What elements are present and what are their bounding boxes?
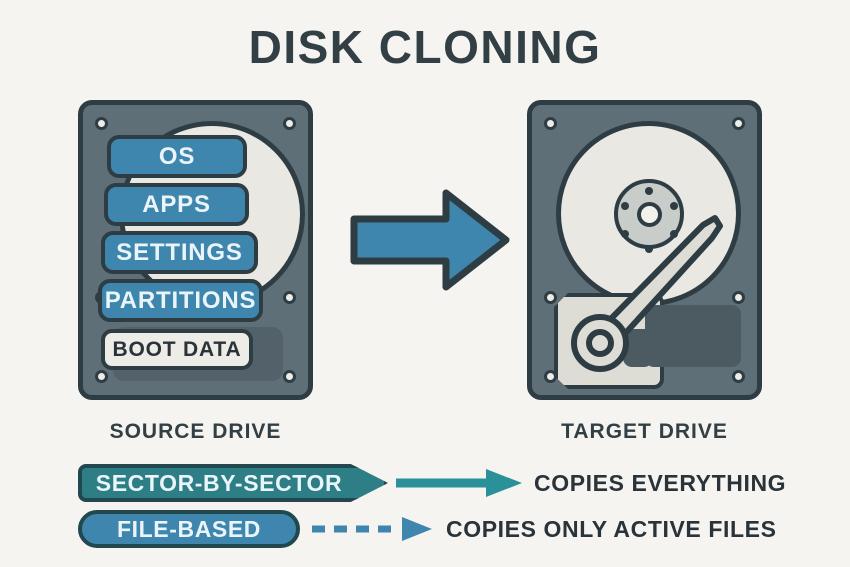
page-title: DISK CLONING [248, 21, 602, 73]
source-content-os: OS [107, 135, 247, 178]
transfer-right-arrow-icon [350, 189, 510, 291]
hub-screw-dot [621, 202, 629, 210]
legend-result-copies-everything: COPIES EVERYTHING [534, 469, 787, 496]
spindle-center-hole [637, 202, 662, 227]
hub-screw-dot [670, 202, 678, 210]
legend-banner-file-based: FILE-BASED [78, 510, 300, 548]
target-drive-caption: TARGET DRIVE [561, 420, 728, 443]
screw-icon [732, 117, 745, 130]
dashed-arrow-icon [312, 517, 432, 541]
legend-row-file-based: FILE-BASED COPIES ONLY ACTIVE FILES [78, 509, 777, 549]
screw-icon [95, 370, 108, 383]
screw-icon [544, 291, 557, 304]
source-content-apps: APPS [104, 183, 249, 226]
screw-icon [544, 370, 557, 383]
screw-icon [283, 291, 296, 304]
source-drive-graphic: OS APPS SETTINGS PARTITIONS BOOT DATA [78, 100, 313, 400]
legend-row-sector-by-sector: SECTOR-BY-SECTOR COPIES EVERYTHING [78, 463, 786, 503]
source-drive-caption: SOURCE DRIVE [109, 420, 282, 443]
source-content-settings: SETTINGS [101, 231, 258, 274]
screw-icon [283, 370, 296, 383]
target-drive-graphic [527, 100, 762, 400]
screw-icon [95, 117, 108, 130]
hub-screw-dot [645, 245, 653, 253]
screw-icon [732, 370, 745, 383]
solid-arrow-icon [396, 469, 522, 497]
hub-screw-dot [670, 230, 678, 238]
screw-icon [283, 117, 296, 130]
target-controller-block [623, 305, 741, 367]
hub-screw-dot [621, 230, 629, 238]
source-content-boot-data: BOOT DATA [101, 329, 253, 370]
screw-icon [544, 117, 557, 130]
legend-result-copies-active-files: COPIES ONLY ACTIVE FILES [446, 515, 777, 542]
legend-banner-sector-by-sector: SECTOR-BY-SECTOR [78, 464, 388, 502]
source-content-partitions: PARTITIONS [98, 279, 263, 322]
hub-screw-dot [645, 187, 653, 195]
screw-icon [732, 291, 745, 304]
